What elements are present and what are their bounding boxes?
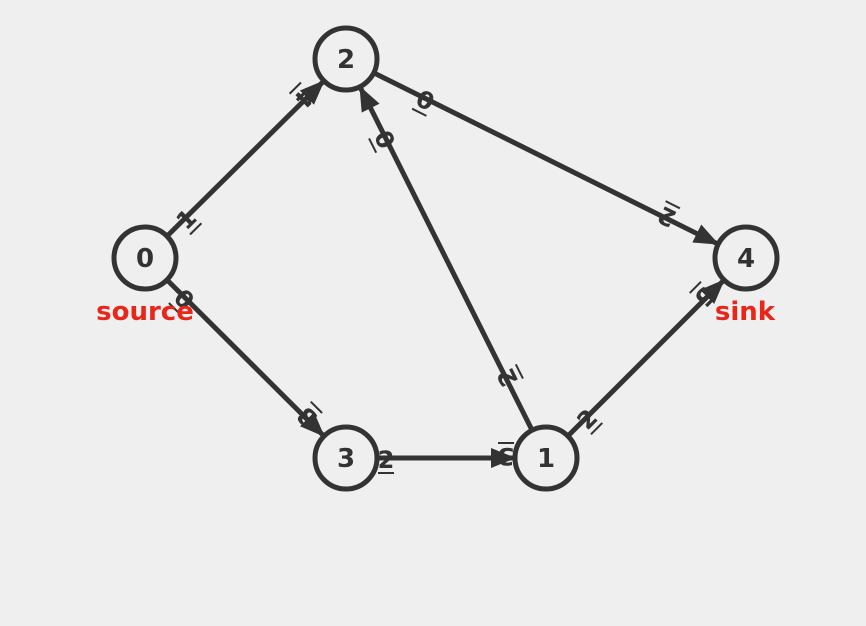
node-circle xyxy=(312,424,380,492)
edge-label-underline xyxy=(514,363,524,380)
node-1: 1 xyxy=(512,424,580,492)
node-label: 0 xyxy=(136,244,154,274)
edge-label-underline xyxy=(189,222,203,236)
edge-label-underline xyxy=(168,302,181,315)
edge-label-underline xyxy=(689,281,702,294)
node-circle xyxy=(111,224,179,292)
edge-label-underline xyxy=(368,137,378,154)
edge-2-4 xyxy=(351,54,720,246)
edge-label-3-1: 2 xyxy=(378,446,395,474)
edge-label-1-2: 2 xyxy=(491,364,524,391)
node-circle xyxy=(312,25,380,93)
node-tag-sink: sink xyxy=(715,297,776,327)
edge-0-3 xyxy=(145,258,325,437)
node-label: 3 xyxy=(337,444,355,474)
edge-label-underline xyxy=(310,401,323,414)
node-3: 3 xyxy=(312,424,380,492)
edge-label-underline xyxy=(411,107,427,117)
edge-label-underline xyxy=(665,200,681,210)
edge-label-text: 2 xyxy=(378,446,395,474)
edge-label-text: 3 xyxy=(498,442,515,470)
edge-label-1-3: 3 xyxy=(498,442,515,470)
node-2: 2 xyxy=(312,25,380,93)
edge-label-text: 2 xyxy=(491,364,524,391)
edge-label-2-1: 0 xyxy=(368,126,401,153)
edge-1-4 xyxy=(546,279,725,458)
edge-0-2 xyxy=(145,80,325,258)
edge-label-underline xyxy=(288,81,302,95)
node-label: 4 xyxy=(737,244,755,274)
node-circle xyxy=(712,224,780,292)
node-tag-source: source xyxy=(96,297,194,327)
node-label: 2 xyxy=(337,45,355,75)
node-label: 1 xyxy=(537,444,555,474)
edge-label-underline xyxy=(590,422,603,435)
node-0: 0 source xyxy=(96,224,194,327)
node-4: 4 sink xyxy=(712,224,780,327)
node-circle xyxy=(512,424,580,492)
edge-label-text: 0 xyxy=(368,126,401,153)
